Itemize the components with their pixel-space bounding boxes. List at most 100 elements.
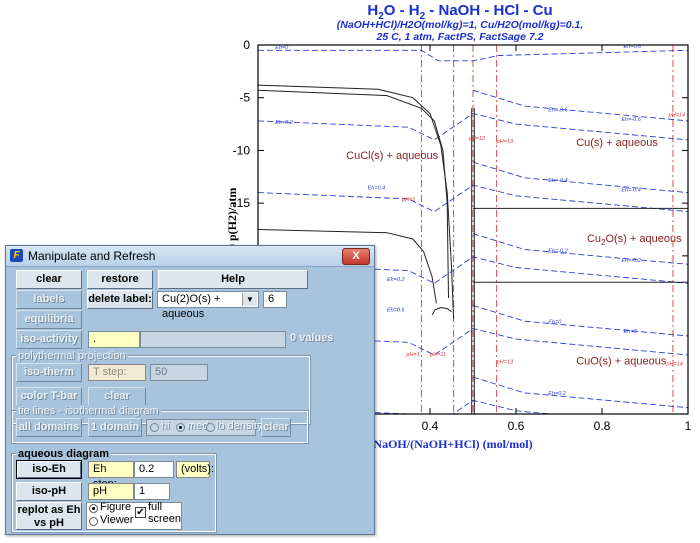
restore-button[interactable]: restore — [87, 270, 153, 289]
full-label: full — [148, 501, 163, 513]
med-density-radio[interactable] — [176, 423, 185, 432]
lo-density-radio[interactable] — [206, 423, 215, 432]
eh-line — [258, 113, 688, 141]
eh-line — [472, 233, 688, 265]
aqueous-group — [11, 453, 217, 533]
labels-button[interactable]: labels — [16, 290, 82, 309]
ph-line-label: pH=13 — [496, 139, 514, 145]
phase-boundary — [258, 84, 455, 320]
eh-line-label: Eh=-0.4 — [621, 188, 640, 194]
equilibria-button[interactable]: equilibria — [16, 310, 82, 329]
y-tick-label: -5 — [239, 91, 250, 105]
region-label: CuCl(s) + aqueous — [346, 150, 439, 162]
eh-line-label: Eh=0 — [624, 329, 638, 335]
clear-button[interactable]: clear — [16, 270, 82, 289]
chart-title: H2O - H2 - NaOH - HCl - Cu — [367, 2, 553, 22]
ph-step-label: pH step: — [88, 483, 134, 512]
eh-line-label: Eh=0.2 — [387, 277, 405, 283]
y-tick-label: -15 — [233, 196, 251, 210]
lo-density-label: lo density — [216, 420, 263, 432]
ph-step-field[interactable]: 1 — [134, 483, 170, 500]
region-label: Cu(s) + aqueous — [576, 137, 658, 149]
eh-line — [472, 89, 688, 122]
replot-button-line2: vs pH — [34, 517, 64, 529]
eh-line — [472, 161, 688, 194]
delete-label-select[interactable]: Cu(2)O(s) + aqueous ▼ — [157, 291, 259, 320]
region-label: Cu2O(s) + aqueous — [587, 233, 682, 247]
output-options-box — [86, 502, 182, 530]
t-step-field[interactable]: 50 — [150, 364, 208, 381]
volts-label: (volts): — [176, 461, 214, 478]
all-domains-button[interactable]: all domains — [16, 418, 82, 437]
clear-tie-lines-button[interactable]: clear — [261, 418, 291, 437]
eh-line-label: Eh=0.6 — [387, 308, 406, 314]
one-domain-button[interactable]: 1 domain — [88, 418, 142, 437]
eh-line-label: Eh=0 — [548, 319, 562, 325]
phase-boundary — [258, 229, 437, 304]
full-screen-checkbox[interactable]: ✔ — [135, 507, 146, 518]
eh-step-label: Eh step: — [88, 461, 134, 490]
density-radio-group — [146, 419, 256, 436]
ph-line-label: pH=11 — [429, 352, 446, 358]
clear-polythermal-button[interactable]: clear — [88, 387, 146, 406]
factsage-app-icon: F — [10, 249, 23, 262]
tie-lines-group-title: tie lines - isothermal diagram — [16, 405, 161, 417]
iso-eh-button[interactable]: iso-Eh — [16, 460, 82, 479]
x-tick-label: 0.6 — [508, 419, 525, 433]
eh-line — [472, 304, 688, 337]
chart-subtitle-2: 25 C, 1 atm, FactPS, FactSage 7.2 — [376, 31, 544, 43]
x-tick-label: 0.8 — [594, 419, 611, 433]
iso-therm-button[interactable]: iso-therm — [16, 363, 82, 382]
eh-line-label: Eh=-0.2 — [548, 249, 567, 255]
replot-button-line1: replot as Eh — [17, 504, 81, 516]
aqueous-group-title: aqueous diagram — [16, 448, 112, 460]
phase-boundary — [258, 89, 449, 299]
eh-line — [258, 49, 688, 62]
delete-label-button[interactable]: delete label: — [87, 290, 153, 309]
eh-line — [472, 376, 688, 409]
dialog-title: Manipulate and Refresh — [28, 249, 156, 263]
y-tick-label: 0 — [243, 38, 250, 52]
color-tbar-button[interactable]: color T-bar — [16, 387, 82, 406]
ph-line-label: pH=14 — [668, 113, 685, 119]
x-axis-label: NaOH/(NaOH+HCl) (mol/mol) — [373, 437, 532, 451]
figure-label: Figure — [100, 501, 132, 513]
x-tick-label: 0.4 — [422, 419, 439, 433]
polythermal-group-title: polythermal projection — [16, 350, 128, 362]
delete-label-number-field[interactable]: 6 — [263, 291, 287, 308]
dialog-titlebar[interactable]: F Manipulate and Refresh X — [6, 246, 374, 267]
chart-subtitle-1: (NaOH+HCl)/H2O(mol/kg)=1, Cu/H2O(mol/kg)… — [336, 19, 584, 31]
eh-line-label: Eh=0 — [275, 45, 289, 51]
ph-line-label: pH=1 — [401, 197, 415, 203]
screen-label: screen — [148, 513, 182, 525]
chevron-down-icon[interactable]: ▼ — [242, 293, 257, 306]
viewer-radio[interactable] — [89, 517, 98, 526]
hi-density-radio[interactable] — [150, 423, 159, 432]
eh-line-label: Eh=0.2 — [548, 391, 566, 397]
eh-line — [258, 184, 688, 213]
iso-ph-button[interactable]: iso-pH — [16, 482, 82, 501]
eh-line-label: Eh=-0.4 — [548, 178, 567, 184]
iso-activity-button[interactable]: iso-activity — [16, 330, 82, 349]
ph-line-label: pH=12 — [468, 136, 485, 142]
ph-line-label: pH=1 — [405, 352, 419, 358]
t-step-label: T step: — [88, 364, 146, 381]
eh-step-field[interactable]: 0.2 — [134, 461, 174, 478]
values-count-label: 0 values — [290, 332, 334, 344]
iso-activity-field[interactable]: . — [88, 331, 140, 348]
help-button[interactable]: Help — [158, 270, 308, 289]
eh-line-label: Eh=-0.6 — [548, 107, 568, 113]
med-density-label: med — [187, 420, 209, 432]
eh-line-label: Eh=0.6 — [624, 44, 643, 50]
delete-label-select-value: Cu(2)O(s) + aqueous — [162, 293, 221, 320]
ph-line-label: pH=14 — [666, 362, 683, 368]
eh-line — [258, 256, 688, 284]
figure-radio[interactable] — [89, 504, 98, 513]
eh-line-label: Eh=0.4 — [368, 185, 386, 191]
eh-line — [258, 328, 688, 356]
close-icon[interactable]: X — [342, 248, 370, 265]
iso-activity-field-extension — [140, 331, 286, 348]
